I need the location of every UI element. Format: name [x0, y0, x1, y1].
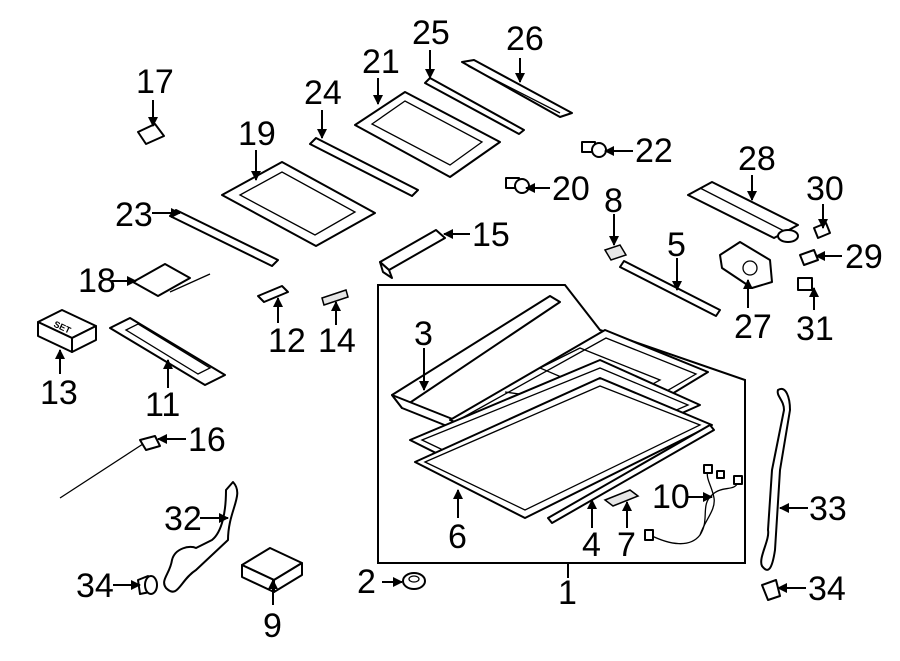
callout-10: 10: [652, 478, 690, 516]
part-32-drain-hose: [163, 481, 239, 593]
callout-22: 22: [635, 132, 673, 170]
callout-13: 13: [40, 374, 78, 412]
callout-17: 17: [136, 63, 174, 101]
part-16-cable: [59, 435, 161, 499]
callout-1: 1: [558, 574, 577, 612]
callout-4: 4: [582, 526, 601, 564]
callout-2: 2: [357, 563, 376, 601]
callout-25: 25: [412, 14, 450, 52]
callout-7: 7: [617, 526, 636, 564]
part-6-seal: [414, 377, 713, 519]
part-15-deflector: [379, 229, 446, 279]
leader-arrows: [55, 50, 842, 605]
part-14-clip: [321, 289, 349, 306]
part-26-guide-rail: [461, 59, 573, 118]
callout-3: 3: [414, 315, 433, 353]
part-28-sunshade: [687, 181, 799, 243]
callout-labels: 1 2 3 4 5 6 7 8 9 10 11 12 13 14 15 16 1…: [40, 14, 883, 645]
part-24-seal-strip: [309, 137, 419, 197]
callout-33: 33: [809, 490, 847, 528]
callout-16: 16: [188, 421, 226, 459]
part-34-grommet-right: [761, 579, 781, 601]
callout-12: 12: [268, 322, 306, 360]
part-13-kit-box: SET: [37, 309, 97, 353]
callout-27: 27: [734, 308, 772, 346]
callout-20: 20: [552, 170, 590, 208]
callout-14: 14: [318, 322, 356, 360]
part-23-seal-strip: [169, 209, 279, 267]
part-10-wire-harness: [644, 464, 743, 545]
assembly-group-outline: [377, 284, 746, 578]
callout-23: 23: [115, 196, 153, 234]
part-12-clip: [257, 285, 289, 303]
part-29-clip: [799, 249, 819, 266]
callout-34-left: 34: [76, 567, 114, 605]
callout-19: 19: [238, 115, 276, 153]
callout-34-right: 34: [808, 570, 846, 608]
part-18-bracket: [132, 263, 211, 297]
part-20-bolt: [505, 177, 530, 194]
part-11-trim: [109, 317, 226, 386]
part-5-strip: [619, 260, 721, 317]
callout-31: 31: [796, 310, 834, 348]
callout-24: 24: [304, 74, 342, 112]
callout-30: 30: [806, 170, 844, 208]
callout-29: 29: [845, 238, 883, 276]
callout-32: 32: [164, 500, 202, 538]
callout-9: 9: [263, 607, 282, 645]
part-17-handle: [137, 123, 165, 145]
part-33-drain-hose: [760, 387, 791, 571]
part-27-motor: [719, 241, 773, 289]
callout-26: 26: [506, 20, 544, 58]
part-21-glass-panel: [354, 91, 501, 178]
part-2-grommet: [402, 572, 426, 590]
callout-8: 8: [604, 182, 623, 220]
part-7-clip: [603, 489, 640, 507]
callout-28: 28: [738, 140, 776, 178]
part-31-clip: [797, 277, 813, 291]
callout-5: 5: [667, 226, 686, 264]
part-4-strip: [547, 424, 715, 524]
part-19-glass-panel: [221, 161, 376, 247]
callout-18: 18: [78, 262, 116, 300]
callout-15: 15: [472, 216, 510, 254]
part-25-seal-strip: [424, 77, 525, 135]
callout-21: 21: [362, 43, 400, 81]
part-22-bolt: [581, 141, 607, 158]
callout-11: 11: [145, 386, 180, 424]
callout-6: 6: [448, 518, 467, 556]
part-34-grommet-left: [137, 575, 158, 595]
part-8-clip: [603, 244, 628, 261]
